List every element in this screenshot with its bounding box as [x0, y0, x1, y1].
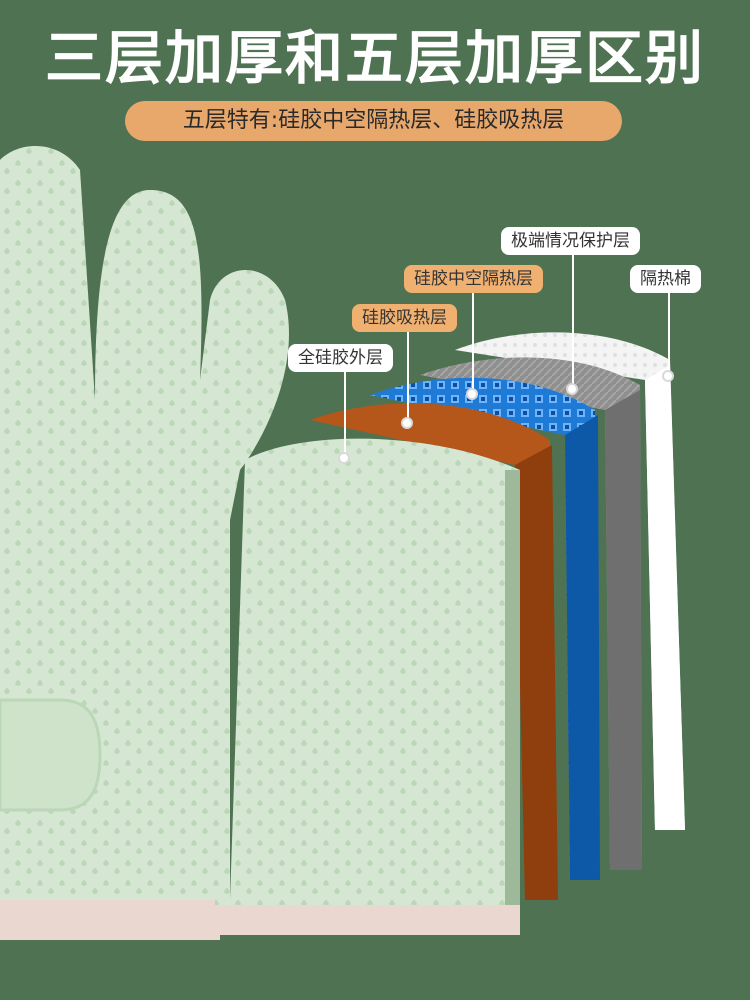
label-protect-layer: 极端情况保护层 — [501, 227, 640, 255]
marker-dot-cotton — [662, 370, 674, 382]
marker-dot-hollow — [466, 388, 478, 400]
page-title: 三层加厚和五层加厚区别 — [44, 24, 705, 92]
marker-dot-outer — [338, 452, 350, 464]
subtitle-badge: 五层特有:硅胶中空隔热层、硅胶吸热层 — [125, 101, 622, 141]
glove-back — [0, 146, 289, 940]
outer-layer — [200, 438, 520, 935]
marker-dot-absorb — [401, 417, 413, 429]
leader-line-cotton — [668, 293, 670, 373]
leader-line-hollow — [472, 293, 474, 391]
leader-line-outer — [344, 372, 346, 456]
label-hollow-layer: 硅胶中空隔热层 — [404, 265, 543, 293]
cotton-layer — [455, 332, 685, 830]
hollow-layer — [370, 377, 600, 880]
label-cotton-layer: 隔热棉 — [630, 265, 701, 293]
protect-layer — [420, 357, 642, 870]
leader-line-absorb — [407, 332, 409, 420]
label-outer-layer: 全硅胶外层 — [288, 344, 393, 372]
absorb-layer — [310, 403, 558, 900]
marker-dot-protect — [566, 383, 578, 395]
leader-line-protect — [572, 255, 574, 385]
label-absorb-layer: 硅胶吸热层 — [352, 304, 457, 332]
